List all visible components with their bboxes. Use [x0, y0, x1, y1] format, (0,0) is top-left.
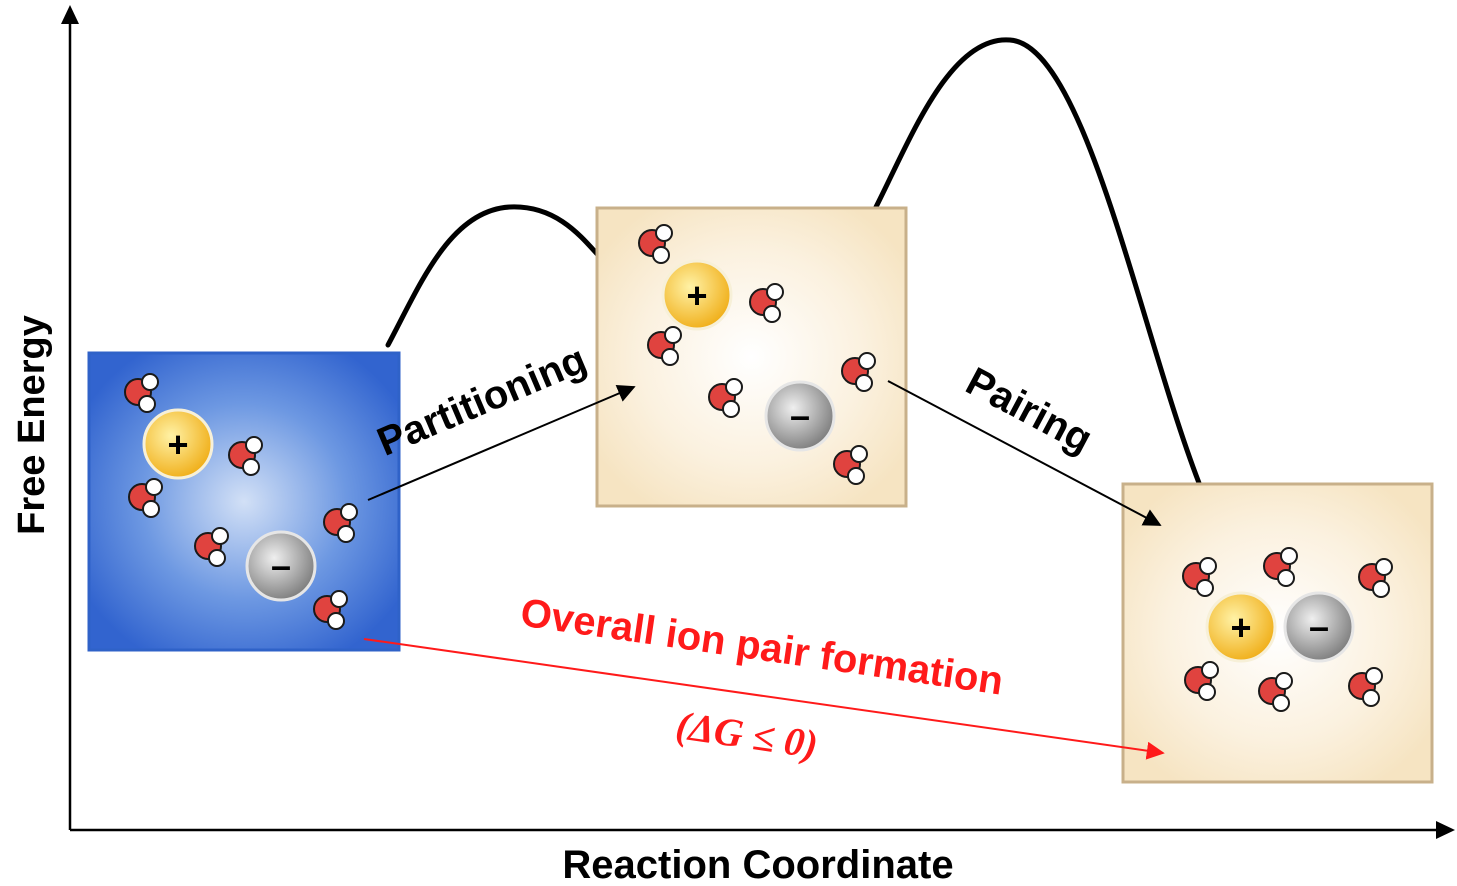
cation-symbol: + [167, 424, 188, 465]
paired-state-box: + – [1121, 482, 1434, 784]
partitioning-arrow [367, 385, 636, 501]
anion: – [245, 530, 317, 602]
cation: + [661, 259, 733, 331]
bulk-state-box: + – [87, 351, 401, 652]
anion-symbol: – [1309, 606, 1329, 647]
x-axis-label: Reaction Coordinate [562, 843, 953, 886]
y-axis-label: Free Energy [11, 315, 53, 535]
cation: + [1205, 591, 1277, 663]
anion: – [764, 380, 836, 452]
cation-symbol: + [1230, 607, 1251, 648]
x-axis [70, 821, 1455, 839]
pairing-arrow [887, 380, 1162, 526]
delta-g-label: (ΔG ≤ 0) [673, 702, 821, 767]
anion-symbol: – [790, 395, 810, 436]
anion-symbol: – [271, 545, 291, 586]
partitioned-state-box: + – [595, 206, 908, 508]
cation-symbol: + [686, 275, 707, 316]
overall-arrow [363, 638, 1165, 760]
partitioning-label: Partitioning [371, 337, 593, 464]
y-axis [61, 5, 79, 830]
pairing-label: Pairing [959, 359, 1099, 462]
overall-label: Overall ion pair formation [518, 591, 1006, 704]
energy-profile-curve [385, 37, 1202, 486]
cation: + [142, 408, 214, 480]
anion: – [1283, 591, 1355, 663]
